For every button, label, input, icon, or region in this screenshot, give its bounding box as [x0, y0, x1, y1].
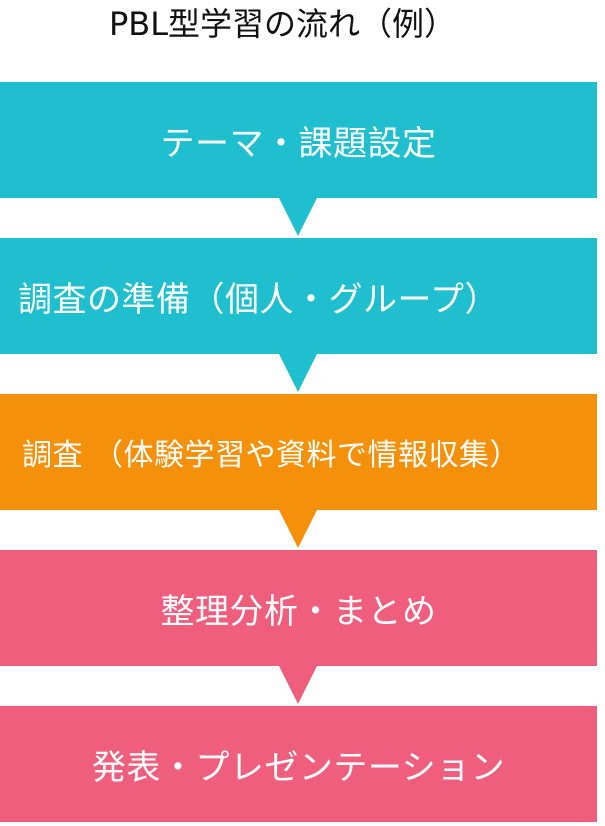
step-label: 調査の準備（個人・グループ）	[18, 279, 499, 320]
step-research: 調査 （体験学習や資料で情報収集）	[0, 394, 597, 510]
down-arrow-icon	[279, 198, 317, 236]
step-analysis-summary: 整理分析・まとめ	[0, 550, 597, 666]
step-theme-setting: テーマ・課題設定	[0, 82, 597, 198]
down-arrow-icon	[279, 354, 317, 392]
step-label: 整理分析・まとめ	[160, 591, 437, 632]
step-label: 調査 （体験学習や資料で情報収集）	[22, 438, 521, 473]
down-arrow-icon	[279, 666, 317, 704]
step-label: 発表・プレゼンテーション	[91, 747, 506, 788]
down-arrow-icon	[279, 510, 317, 548]
diagram-title: PBL型学習の流れ（例）	[108, 5, 457, 43]
step-presentation: 発表・プレゼンテーション	[0, 706, 597, 822]
step-research-preparation: 調査の準備（個人・グループ）	[0, 238, 597, 354]
step-label: テーマ・課題設定	[160, 123, 437, 164]
